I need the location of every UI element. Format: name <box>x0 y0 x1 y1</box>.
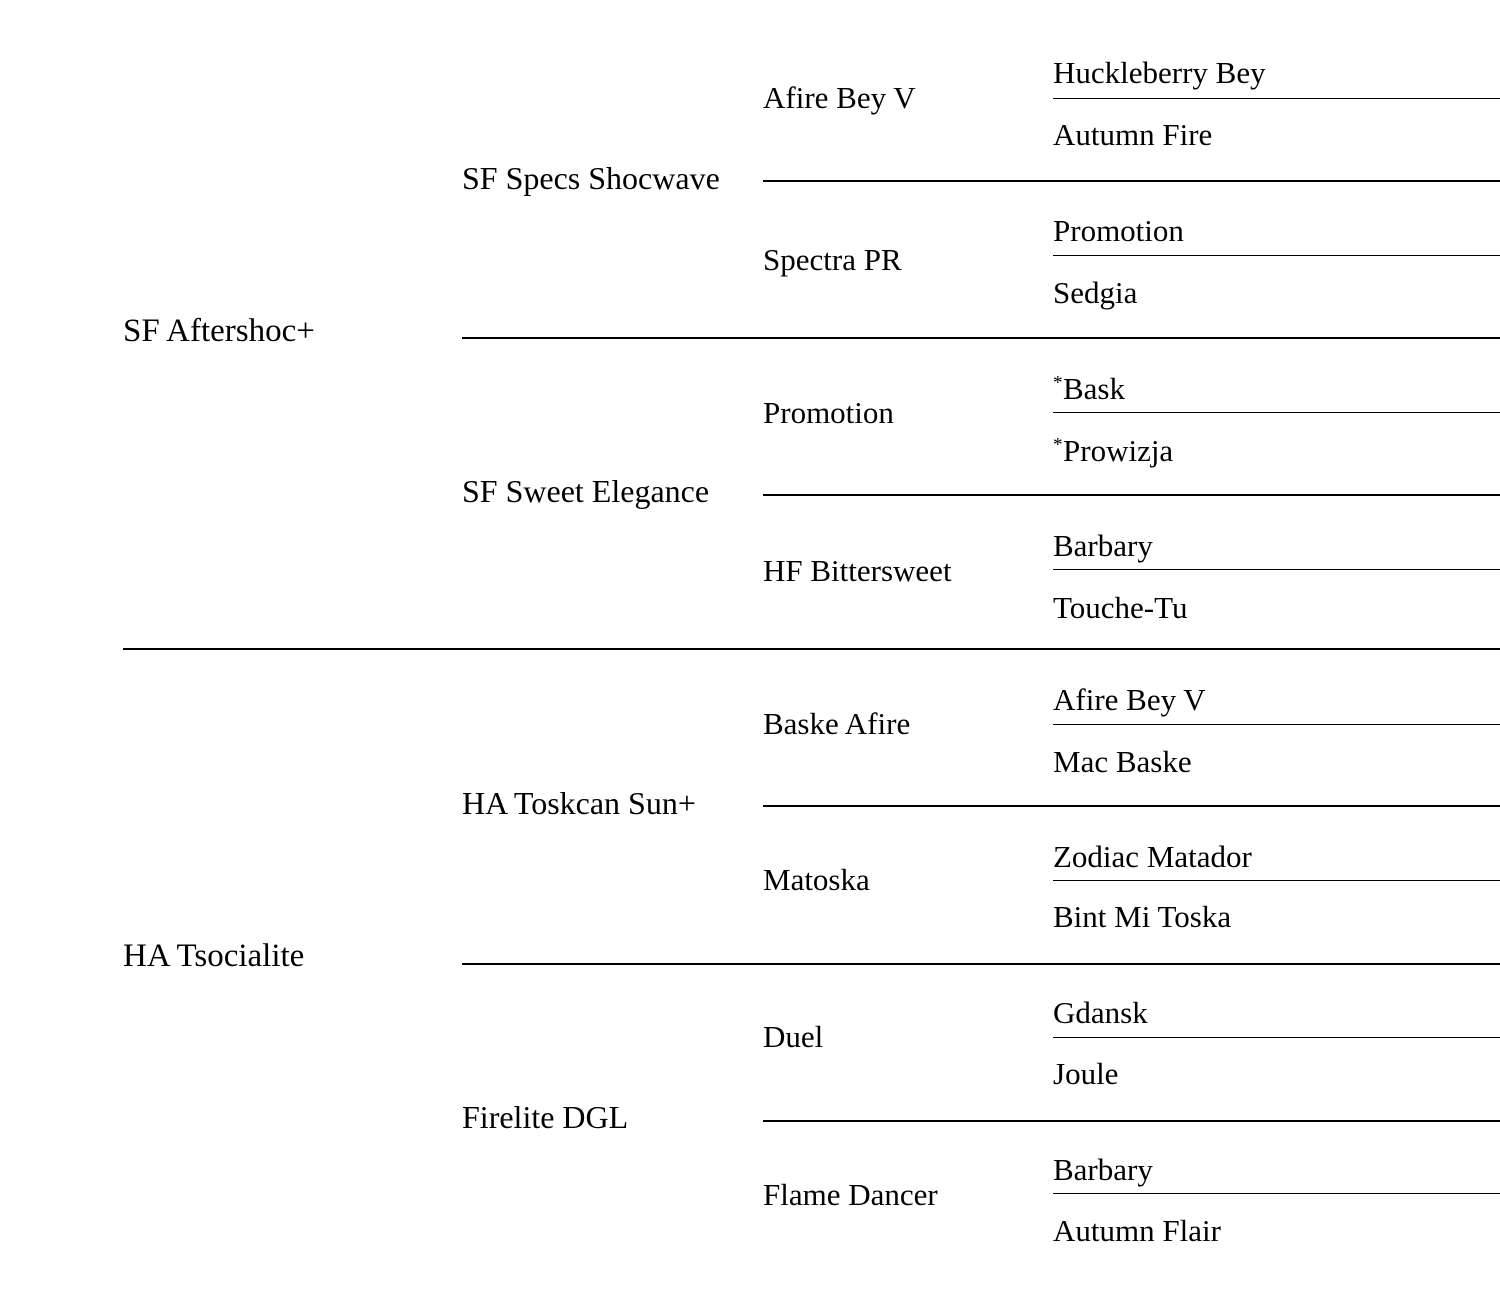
divider-generation-3-b <box>763 494 1500 496</box>
pedigree-node-hf-bittersweet[interactable]: HF Bittersweet <box>763 494 1053 586</box>
underline-afire-bey-v <box>1053 724 1500 725</box>
pedigree-node-firelite-dgl[interactable]: Firelite DGL <box>462 963 763 1133</box>
pedigree-node-label: Autumn Fire <box>1053 117 1213 152</box>
pedigree-node-spectra-pr[interactable]: Spectra PR <box>763 180 1053 275</box>
generation-1-column: SF Aftershoc+ HA Tsocialite <box>123 0 462 1300</box>
pedigree-node-huckleberry-bey[interactable]: Huckleberry Bey <box>1053 0 1500 88</box>
pedigree-node-gdansk[interactable]: Gdansk <box>1053 940 1500 1028</box>
pedigree-node-label: Duel <box>763 1019 824 1054</box>
pedigree-node-ha-tsocialite[interactable]: HA Tsocialite <box>123 648 462 973</box>
pedigree-node-label: Huckleberry Bey <box>1053 55 1266 90</box>
asterisk-marker: * <box>1053 434 1063 456</box>
pedigree-node-promotion[interactable]: Promotion <box>1053 158 1500 246</box>
pedigree-node-sedgia[interactable]: Sedgia <box>1053 220 1500 308</box>
underline-barbary-2 <box>1053 1193 1500 1194</box>
pedigree-node-autumn-flair[interactable]: Autumn Flair <box>1053 1158 1500 1246</box>
pedigree-node-afire-bey-v[interactable]: Afire Bey V <box>1053 627 1500 715</box>
asterisk-marker: * <box>1053 372 1063 394</box>
pedigree-node-label: Firelite DGL <box>462 1099 629 1135</box>
pedigree-node-sf-specs-shocwave[interactable]: SF Specs Shocwave <box>462 0 763 194</box>
pedigree-node-touche-tu[interactable]: Touche-Tu <box>1053 535 1500 623</box>
pedigree-node-ha-toskcan-sun[interactable]: HA Toskcan Sun+ <box>462 648 763 819</box>
pedigree-node-label: Touche-Tu <box>1053 590 1188 625</box>
underline-zodiac-matador <box>1053 880 1500 881</box>
pedigree-node-matoska[interactable]: Matoska <box>763 805 1053 895</box>
divider-generation-3-c <box>763 805 1500 807</box>
pedigree-node-zodiac-matador[interactable]: Zodiac Matador <box>1053 784 1500 872</box>
pedigree-node-joule[interactable]: Joule <box>1053 1001 1500 1089</box>
pedigree-node-barbary[interactable]: Barbary <box>1053 1097 1500 1185</box>
pedigree-node-label: Bint Mi Toska <box>1053 899 1232 934</box>
pedigree-node-label: Baske Afire <box>763 706 911 741</box>
pedigree-node-label: SF Specs Shocwave <box>462 160 720 196</box>
pedigree-node-label: Afire Bey V <box>1053 682 1206 717</box>
pedigree-node-sf-aftershoc[interactable]: SF Aftershoc+ <box>123 0 462 348</box>
pedigree-node-label: Promotion <box>763 395 894 430</box>
generation-4-column: Huckleberry Bey Autumn Fire Promotion Se… <box>1053 0 1500 1300</box>
underline-bask <box>1053 412 1500 413</box>
pedigree-node-label: HA Toskcan Sun+ <box>462 785 696 821</box>
pedigree-node-label: Promotion <box>1053 213 1184 248</box>
pedigree-node-label: Flame Dancer <box>763 1177 938 1212</box>
generation-3-column: Afire Bey V Spectra PR Promotion HF Bitt… <box>763 0 1053 1300</box>
underline-promotion <box>1053 255 1500 256</box>
pedigree-node-label: Spectra PR <box>763 242 902 277</box>
pedigree-node-label: Zodiac Matador <box>1053 839 1252 874</box>
divider-generation-2-bottom <box>462 963 1500 965</box>
pedigree-node-autumn-fire[interactable]: Autumn Fire <box>1053 62 1500 150</box>
pedigree-node-label: SF Aftershoc+ <box>123 313 315 349</box>
divider-generation-3-d <box>763 1120 1500 1122</box>
divider-generation-3-a <box>763 180 1500 182</box>
pedigree-node-bint-mi-toska[interactable]: Bint Mi Toska <box>1053 844 1500 932</box>
pedigree-node-label: Joule <box>1053 1056 1119 1091</box>
pedigree-node-afire-bey-v[interactable]: Afire Bey V <box>763 0 1053 113</box>
pedigree-node-label: Barbary <box>1053 528 1153 563</box>
pedigree-node-duel[interactable]: Duel <box>763 963 1053 1052</box>
pedigree-node-label: Autumn Flair <box>1053 1213 1221 1248</box>
divider-generation-1 <box>123 648 1500 650</box>
pedigree-node-label: Mac Baske <box>1053 744 1192 779</box>
pedigree-node-label: *Prowizja <box>1053 433 1174 468</box>
pedigree-node-bask[interactable]: *Bask <box>1053 316 1500 404</box>
pedigree-node-promotion[interactable]: Promotion <box>763 337 1053 428</box>
pedigree-node-label: HA Tsocialite <box>123 938 305 974</box>
pedigree-node-mac-baske[interactable]: Mac Baske <box>1053 689 1500 777</box>
underline-gdansk <box>1053 1037 1500 1038</box>
pedigree-node-label: SF Sweet Elegance <box>462 473 710 509</box>
underline-barbary-1 <box>1053 569 1500 570</box>
generation-2-column: SF Specs Shocwave SF Sweet Elegance HA T… <box>462 0 763 1300</box>
pedigree-node-label: Matoska <box>763 862 870 897</box>
pedigree-node-sf-sweet-elegance[interactable]: SF Sweet Elegance <box>462 337 763 507</box>
pedigree-node-label: Barbary <box>1053 1152 1153 1187</box>
pedigree-node-label: Afire Bey V <box>763 80 916 115</box>
pedigree-node-baske-afire[interactable]: Baske Afire <box>763 648 1053 739</box>
divider-generation-2-top <box>462 337 1500 339</box>
pedigree-node-label: Sedgia <box>1053 275 1138 310</box>
pedigree-node-label: Gdansk <box>1053 995 1148 1030</box>
pedigree-node-label: HF Bittersweet <box>763 553 952 588</box>
pedigree-node-flame-dancer[interactable]: Flame Dancer <box>763 1120 1053 1210</box>
pedigree-node-prowizja[interactable]: *Prowizja <box>1053 378 1500 466</box>
underline-huckleberry-bey <box>1053 98 1500 99</box>
pedigree-node-label: *Bask <box>1053 371 1125 406</box>
pedigree-node-barbary[interactable]: Barbary <box>1053 473 1500 561</box>
